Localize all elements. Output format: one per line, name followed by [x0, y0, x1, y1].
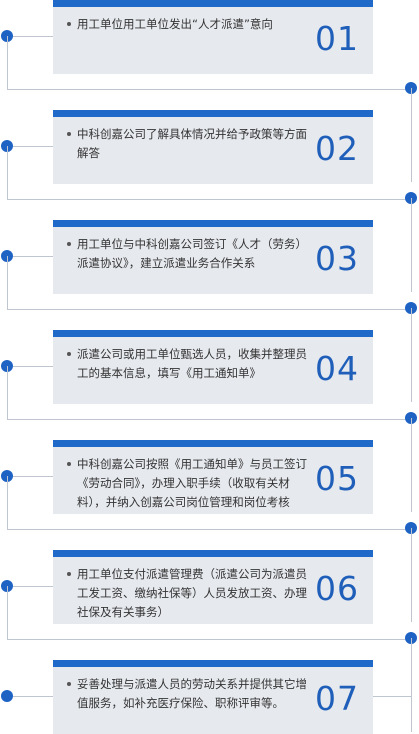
connector-drop-right [411, 638, 412, 732]
connector-left [13, 586, 53, 587]
connector-left [13, 36, 53, 37]
connector-drop-left [7, 256, 8, 309]
connector-cross [7, 639, 411, 640]
step-number: 02 [315, 129, 359, 168]
connector-left [13, 696, 53, 697]
connector-cross [7, 529, 411, 530]
connector-cross [7, 199, 411, 200]
bullet-icon [67, 572, 71, 576]
connector-drop-left [7, 366, 8, 419]
connector-left [13, 146, 53, 147]
bullet-icon [67, 132, 71, 136]
connector-left [13, 256, 53, 257]
connector-drop-right [411, 528, 412, 622]
connector-left [13, 476, 53, 477]
connector-drop-left [7, 36, 8, 89]
bullet-icon [67, 682, 71, 686]
connector-drop-right [411, 88, 412, 182]
bullet-icon [67, 22, 71, 26]
step-number: 04 [315, 349, 359, 388]
connector-drop-left [7, 146, 8, 199]
step-text: 用工单位支付派遣管理费（派遣公司为派遣员工发工资、缴纳社保等）人员发放工资、办理… [77, 567, 307, 619]
connector-drop-right [411, 418, 412, 512]
bullet-icon [67, 462, 71, 466]
step-text: 中科创嘉公司了解具体情况并给予政策等方面解答 [77, 127, 307, 160]
step-card: 用工单位用工单位发出“人才派遣”意向 01 [53, 0, 373, 74]
step-card: 用工单位支付派遣管理费（派遣公司为派遣员工发工资、缴纳社保等）人员发放工资、办理… [53, 550, 373, 624]
connector-end [373, 696, 411, 697]
step-number: 06 [315, 569, 359, 608]
step-text: 用工单位与中科创嘉公司签订《人才（劳务）派遣协议》，建立派遣业务合作关系 [77, 237, 307, 270]
step-text: 妥善处理与派遣人员的劳动关系并提供其它增值服务，如补充医疗保险、职称评审等。 [77, 677, 307, 710]
connector-cross [7, 309, 411, 310]
step-text: 中科创嘉公司按照《用工通知单》与员工签订《劳动合同》，办理入职手续（收取有关材料… [77, 457, 307, 509]
bullet-icon [67, 242, 71, 246]
step-number: 03 [315, 239, 359, 278]
step-number: 01 [315, 19, 359, 58]
connector-drop-right [411, 198, 412, 292]
connector-drop-left [7, 586, 8, 639]
bullet-icon [67, 352, 71, 356]
step-text: 派遣公司或用工单位甄选人员，收集并整理员工的基本信息，填写《用工通知单》 [77, 347, 307, 380]
step-dot-left [1, 690, 13, 702]
connector-drop-left [7, 476, 8, 529]
step-card: 中科创嘉公司按照《用工通知单》与员工签订《劳动合同》，办理入职手续（收取有关材料… [53, 440, 373, 514]
step-card: 妥善处理与派遣人员的劳动关系并提供其它增值服务，如补充医疗保险、职称评审等。07 [53, 660, 373, 734]
connector-drop-right [411, 308, 412, 402]
connector-left [13, 366, 53, 367]
step-card: 派遣公司或用工单位甄选人员，收集并整理员工的基本信息，填写《用工通知单》04 [53, 330, 373, 404]
connector-cross [7, 419, 411, 420]
connector-cross [7, 89, 411, 90]
step-text: 用工单位用工单位发出“人才派遣”意向 [77, 17, 273, 31]
step-number: 05 [315, 459, 359, 498]
step-number: 07 [315, 679, 359, 718]
